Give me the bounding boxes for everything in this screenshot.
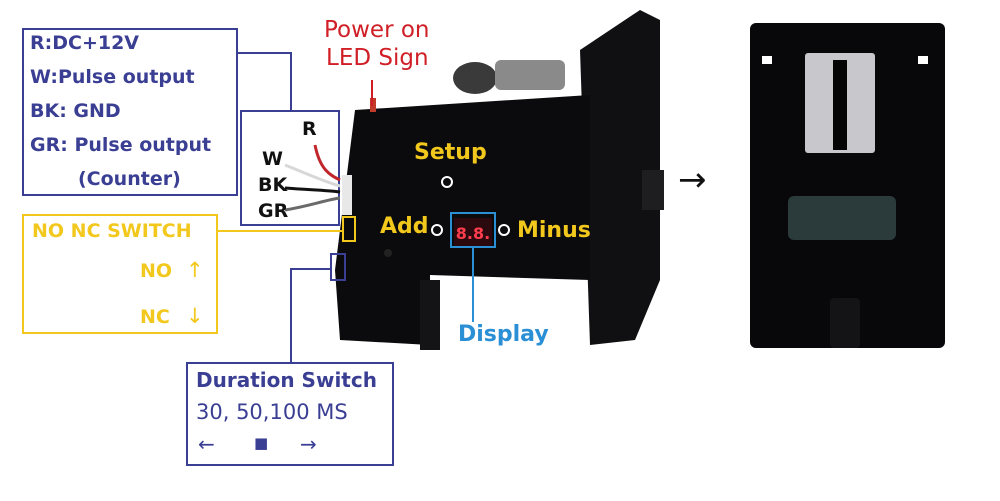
- legend-line-bk: BK: GND: [30, 100, 121, 122]
- wire-label-bk: BK: [258, 174, 288, 196]
- legend-line-gr: GR: Pulse output: [30, 134, 212, 156]
- device-roller: [453, 62, 497, 94]
- no-nc-switch-title: NO NC SWITCH: [32, 220, 192, 242]
- flow-arrow: →: [678, 160, 707, 200]
- legend-connector-v: [290, 52, 292, 112]
- seven-segment-display: [454, 218, 492, 246]
- wire-label-w: W: [262, 148, 283, 170]
- minus-label: Minus: [517, 218, 591, 243]
- duration-connector-v: [290, 268, 292, 364]
- setup-button[interactable]: [441, 176, 453, 188]
- no-nc-switch-highlight: [342, 216, 356, 242]
- legend-line-counter: (Counter): [78, 168, 181, 190]
- duration-position-marker-icon: ■: [254, 434, 269, 452]
- coin-acceptor-device-back: 8.8.: [335, 10, 664, 350]
- duration-switch-title: Duration Switch: [196, 368, 377, 392]
- duration-values: 30, 50,100 MS: [196, 400, 348, 424]
- add-button[interactable]: [431, 224, 443, 236]
- front-coin-return: [830, 298, 860, 348]
- display-digits: 8.8.: [456, 224, 490, 243]
- wire-label-gr: GR: [258, 200, 289, 222]
- display-label: Display: [458, 322, 549, 347]
- device-bottom-tab: [420, 280, 440, 350]
- nc-label: NC: [140, 306, 170, 328]
- minus-button[interactable]: [498, 224, 510, 236]
- power-led-label-line2: LED Sign: [326, 45, 429, 71]
- legend-line-r: R:DC+12V: [30, 32, 140, 54]
- front-bracket-tr: [918, 56, 928, 64]
- no-label: NO: [140, 260, 173, 282]
- display-pointer: [472, 248, 474, 322]
- wire-lines: [284, 144, 341, 212]
- no-nc-switch-box: [22, 214, 218, 334]
- nc-arrow-icon: ↓: [186, 304, 204, 328]
- legend-connector-h: [238, 52, 292, 54]
- device-hole: [384, 249, 392, 257]
- wire-legend-box: [22, 28, 238, 196]
- setup-label: Setup: [414, 140, 487, 165]
- device-top-bracket: [495, 60, 565, 90]
- coin-slot: [833, 60, 847, 150]
- display-highlight: [450, 212, 496, 248]
- wire-label-r: R: [302, 118, 317, 140]
- duration-right-arrow-icon: →: [300, 432, 317, 456]
- front-reject-button[interactable]: [788, 196, 896, 240]
- duration-switch-highlight: [330, 253, 346, 281]
- wire-connector: [342, 175, 352, 215]
- power-led-pointer: [371, 80, 373, 106]
- no-nc-connector: [218, 230, 342, 232]
- device-side-plate: [580, 10, 660, 345]
- power-led-label-line1: Power on: [324, 17, 430, 43]
- duration-left-arrow-icon: ←: [198, 432, 215, 456]
- add-label: Add: [380, 214, 429, 239]
- legend-line-w: W:Pulse output: [30, 66, 195, 88]
- front-plate: [750, 23, 945, 348]
- front-bracket-tl: [762, 56, 772, 64]
- no-arrow-icon: ↑: [186, 258, 204, 282]
- duration-switch-box: [186, 362, 394, 466]
- duration-connector-h: [290, 268, 330, 270]
- device-side-block: [642, 170, 664, 210]
- coin-acceptor-device-front: [750, 23, 945, 348]
- power-led: [370, 98, 376, 112]
